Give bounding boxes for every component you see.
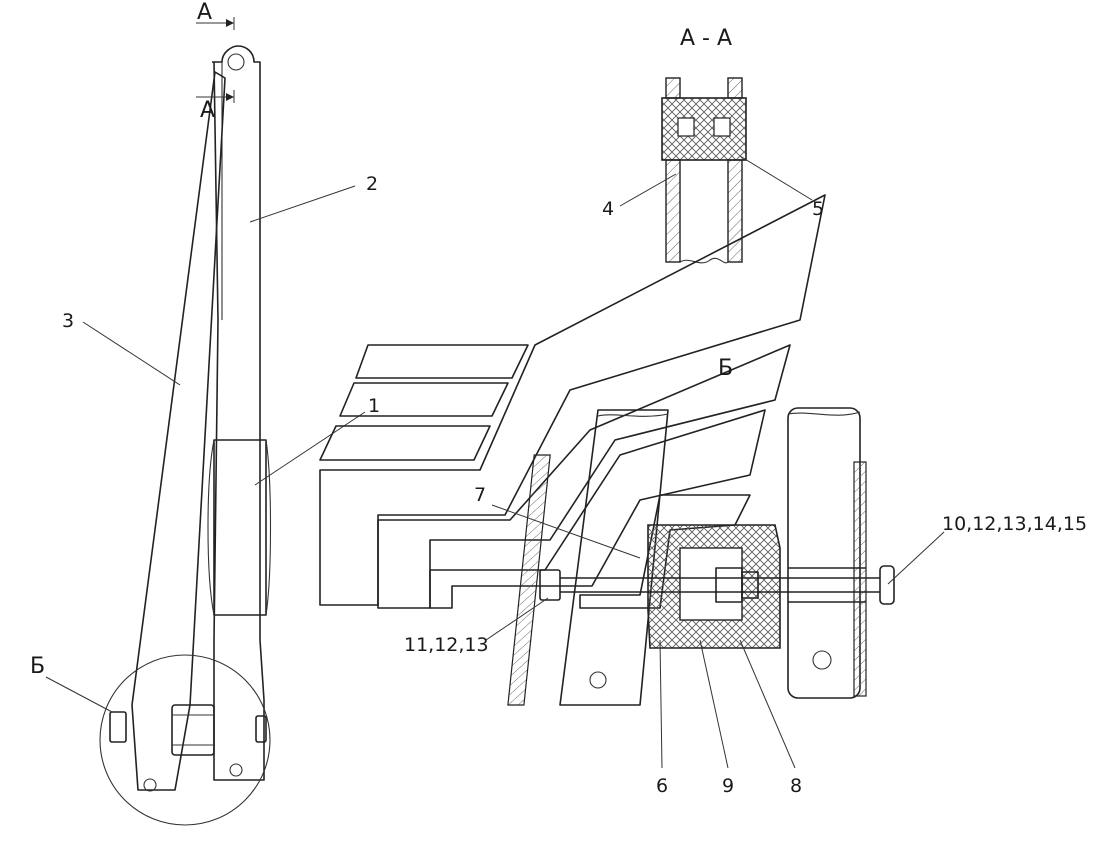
section-title: А - А — [680, 26, 733, 51]
label-3: 3 — [62, 310, 75, 332]
leader-b — [45, 676, 113, 713]
leader-2 — [249, 185, 356, 223]
label-8: 8 — [790, 775, 803, 797]
label-6: 6 — [656, 775, 669, 797]
part-1-sleeve — [207, 439, 272, 616]
label-2: 2 — [366, 173, 379, 195]
label-1: 1 — [368, 395, 381, 417]
part-2-bar — [212, 45, 265, 781]
detail-b-view-label: Б — [718, 356, 734, 381]
label-7: 7 — [474, 484, 487, 506]
section-a-a — [619, 77, 813, 264]
label-10-12-13-14-15: 10,12,13,14,15 — [942, 513, 1088, 535]
leader-1 — [254, 411, 366, 486]
label-9: 9 — [722, 775, 735, 797]
cut-mark-bottom-label: А — [200, 98, 216, 123]
detail-b-view — [319, 194, 945, 769]
detail-b-callout: Б — [30, 654, 46, 679]
label-11-12-13: 11,12,13 — [404, 634, 489, 656]
label-5: 5 — [812, 198, 825, 220]
leader-3 — [82, 321, 181, 386]
lower-joint — [109, 704, 267, 777]
detail-circle-b — [99, 654, 271, 826]
part-3-rod — [131, 71, 226, 792]
strut-assembly — [45, 17, 366, 826]
cut-mark-top-label: А — [197, 0, 213, 25]
label-4: 4 — [602, 198, 615, 220]
section-cut-marks — [196, 17, 235, 103]
